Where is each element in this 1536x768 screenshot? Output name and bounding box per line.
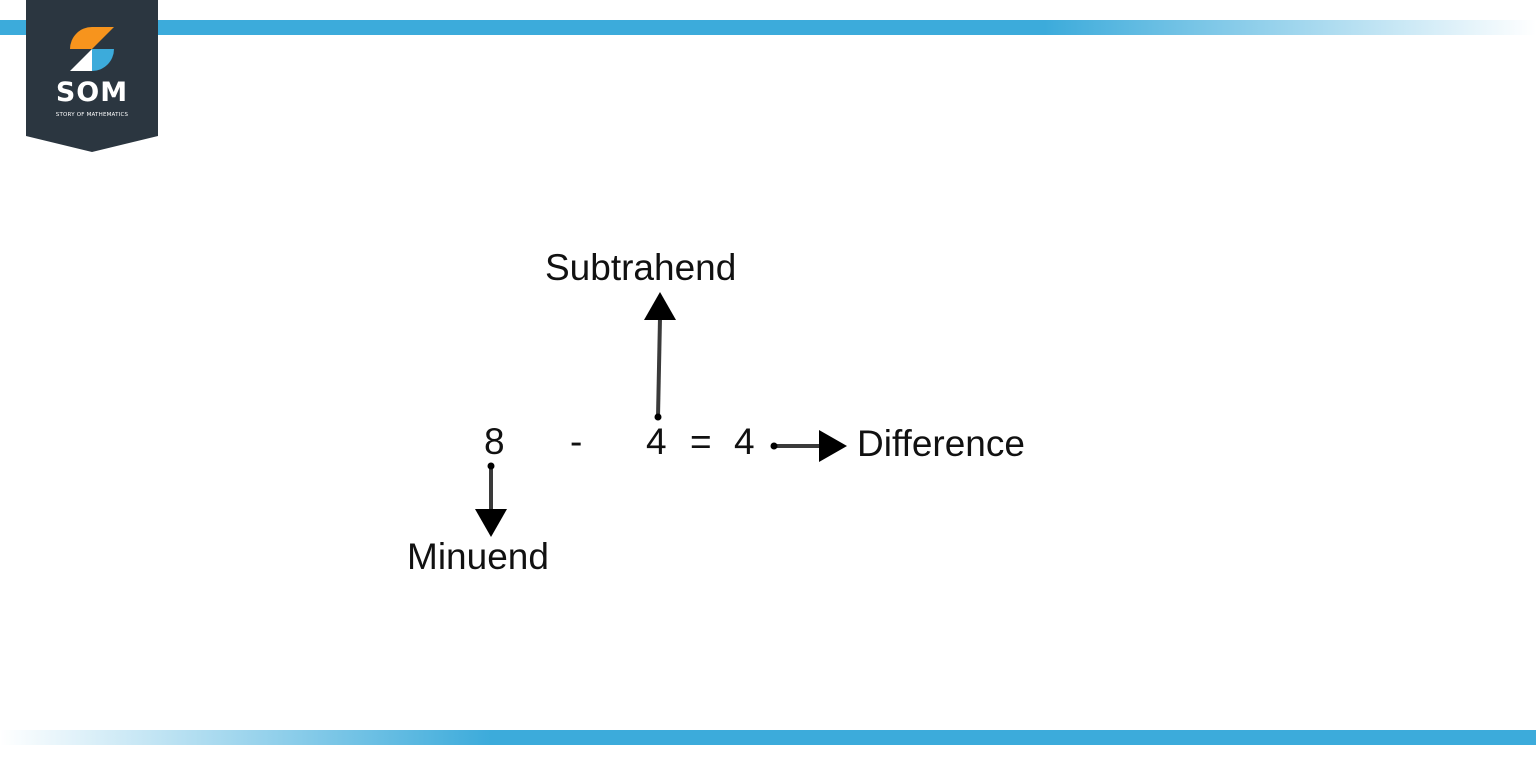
bottom-accent-band — [0, 730, 1536, 745]
som-logo: SOM STORY OF MATHEMATICS — [26, 0, 158, 152]
difference-arrow — [770, 430, 847, 462]
top-accent-band — [0, 20, 1536, 35]
logo-badge-shape — [26, 0, 158, 152]
minus-sign: - — [570, 421, 583, 462]
subtrahend-value: 4 — [646, 421, 667, 462]
subtrahend-label: Subtrahend — [545, 247, 737, 288]
difference-value: 4 — [734, 421, 755, 462]
minuend-arrow — [475, 462, 507, 537]
difference-label: Difference — [857, 423, 1025, 464]
minuend-value: 8 — [484, 421, 505, 462]
logo-wordmark: SOM — [55, 77, 129, 108]
equals-sign: = — [690, 421, 712, 462]
subtrahend-arrow — [644, 292, 676, 421]
logo-tagline: STORY OF MATHEMATICS — [55, 112, 129, 118]
logo-mark-icon — [70, 27, 114, 71]
minuend-label: Minuend — [407, 536, 549, 577]
